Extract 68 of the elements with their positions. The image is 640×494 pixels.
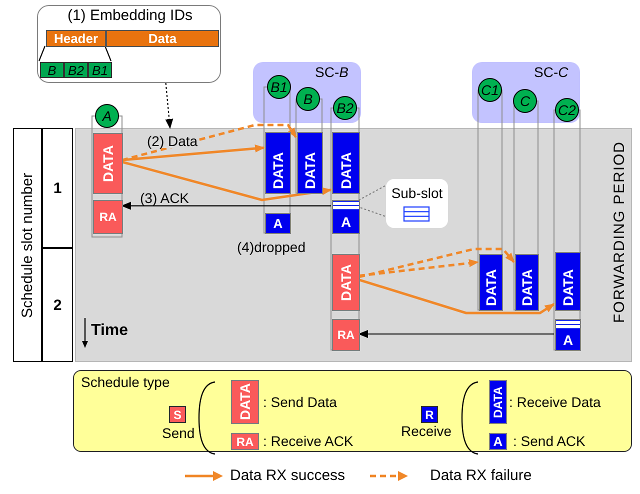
arrow [358, 330, 554, 338]
callout-box [37, 5, 221, 83]
connector-line [38, 46, 46, 62]
connector-line [104, 46, 112, 62]
id-field: B2 [64, 62, 88, 78]
receive-ack-block: RA [231, 433, 259, 450]
packet-field: Data [106, 30, 219, 47]
group-area [253, 62, 361, 123]
note-text: Send [162, 425, 195, 441]
arrow [122, 144, 265, 162]
receive-ack-block: RA [332, 319, 360, 351]
node-circle: C2 [555, 98, 579, 122]
legend-panel [73, 370, 632, 452]
send-data-block: DATA [93, 133, 123, 194]
id-field: B1 [88, 62, 112, 78]
edge-label: (3) ACK [140, 191, 190, 205]
edge-label: (2) Data [147, 134, 198, 148]
slot-number: 1 [42, 128, 73, 248]
note-text: : Receive ACK [263, 433, 354, 449]
send-data-block: DATA [332, 254, 360, 311]
note-text: : Send Data [263, 394, 337, 410]
legend-label: Data RX failure [430, 467, 532, 484]
receive-icon: R [421, 406, 438, 423]
node-circle: B2 [333, 96, 357, 120]
receive-data-block: DATA [515, 254, 539, 311]
period-band [75, 128, 632, 362]
send-icon: S [169, 406, 186, 423]
receive-ack-block: RA [93, 200, 123, 234]
node-circle: A [95, 104, 119, 128]
group-title: SC-C [534, 64, 568, 80]
receive-data-block: DATA [555, 252, 581, 311]
receive-data-block: DATA [297, 132, 323, 194]
note-text: : Receive Data [509, 394, 601, 410]
send-data-block: DATA [231, 380, 259, 424]
receive-data-block: DATA [479, 254, 503, 311]
node-circle: C1 [478, 78, 502, 102]
arrow [358, 248, 515, 278]
send-ack-block: A [332, 200, 360, 234]
id-field: B [40, 62, 64, 78]
node-circle: B [296, 87, 320, 111]
group-area [472, 62, 580, 123]
arrow [122, 124, 298, 162]
period-label: FORWARDING PERIOD [611, 141, 628, 324]
group-title: SC-B [315, 64, 348, 80]
callout-title: (1) Embedding IDs [66, 7, 194, 24]
node-circle: B1 [267, 75, 291, 99]
arrow [358, 259, 479, 278]
send-ack-block: A [265, 213, 291, 234]
send-ack-block: A [555, 319, 581, 351]
arrow [358, 278, 555, 314]
send-ack-block: A [489, 433, 507, 450]
axis-label: Time [91, 322, 128, 340]
legend-label: Data RX success [230, 467, 346, 484]
note-text: Receive [401, 423, 452, 439]
receive-data-block: DATA [265, 132, 291, 194]
note-text: (4)dropped [237, 239, 306, 255]
slot-number: 2 [42, 248, 73, 362]
panel-title: Schedule type [81, 374, 170, 390]
receive-data-block: DATA [489, 380, 507, 424]
axis-label: Schedule slot number [13, 128, 42, 362]
node-circle: C [513, 89, 537, 113]
arrow [121, 202, 331, 210]
arrow [122, 160, 332, 202]
packet-field: Header [46, 30, 106, 47]
receive-data-block: DATA [332, 132, 360, 194]
connector-line [358, 185, 386, 217]
arrow [165, 82, 174, 129]
note-text: : Send ACK [513, 433, 586, 449]
